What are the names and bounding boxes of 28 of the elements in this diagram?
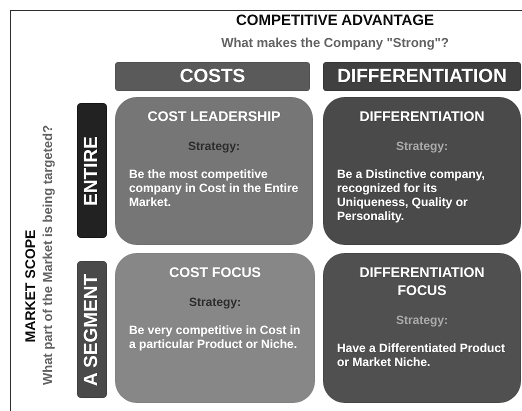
card-heading: COST FOCUS [169,263,261,281]
card-description: Have a Differentiated Product or Market Niche. [337,341,506,369]
strategy-label: Strategy: [396,139,448,153]
strategy-label: Strategy: [188,139,240,153]
row-header [77,103,107,238]
card-heading: DIFFERENTIATION [360,107,484,125]
strategy-label: Strategy: [396,313,448,327]
axis-subtitle: What part of the Market is being targeted? [39,124,56,388]
card-description: Be very competitive in Cost in a particular Product or Niche. [129,323,301,351]
card-heading: DIFFERENTIATION FOCUS [358,263,486,299]
subtitle: What makes the Company "Strong"? [220,34,450,52]
row-label: A SEGMENT [81,273,103,386]
column-header [115,62,310,91]
strategy-card [115,97,313,245]
column-label: COSTS [180,66,246,88]
card-description: Be the most competitive company in Cost in the Entire Market. [129,167,299,209]
column-label: DIFFERENTIATION [337,66,507,88]
card-description: Be a Distinctive company, recognized for its Uniqueness, Quality or Personality. [337,167,486,223]
strategy-label: Strategy: [188,295,241,309]
row-header [77,261,107,398]
axis-title: MARKET SCOPE [21,228,39,344]
row-label: ENTIRE [81,136,103,206]
title: COMPETITIVE ADVANTAGE [234,12,436,29]
strategy-card [323,253,521,403]
card-heading: COST LEADERSHIP [147,107,280,125]
strategy-card [323,97,521,245]
column-header [323,62,521,91]
strategy-card [115,253,315,403]
